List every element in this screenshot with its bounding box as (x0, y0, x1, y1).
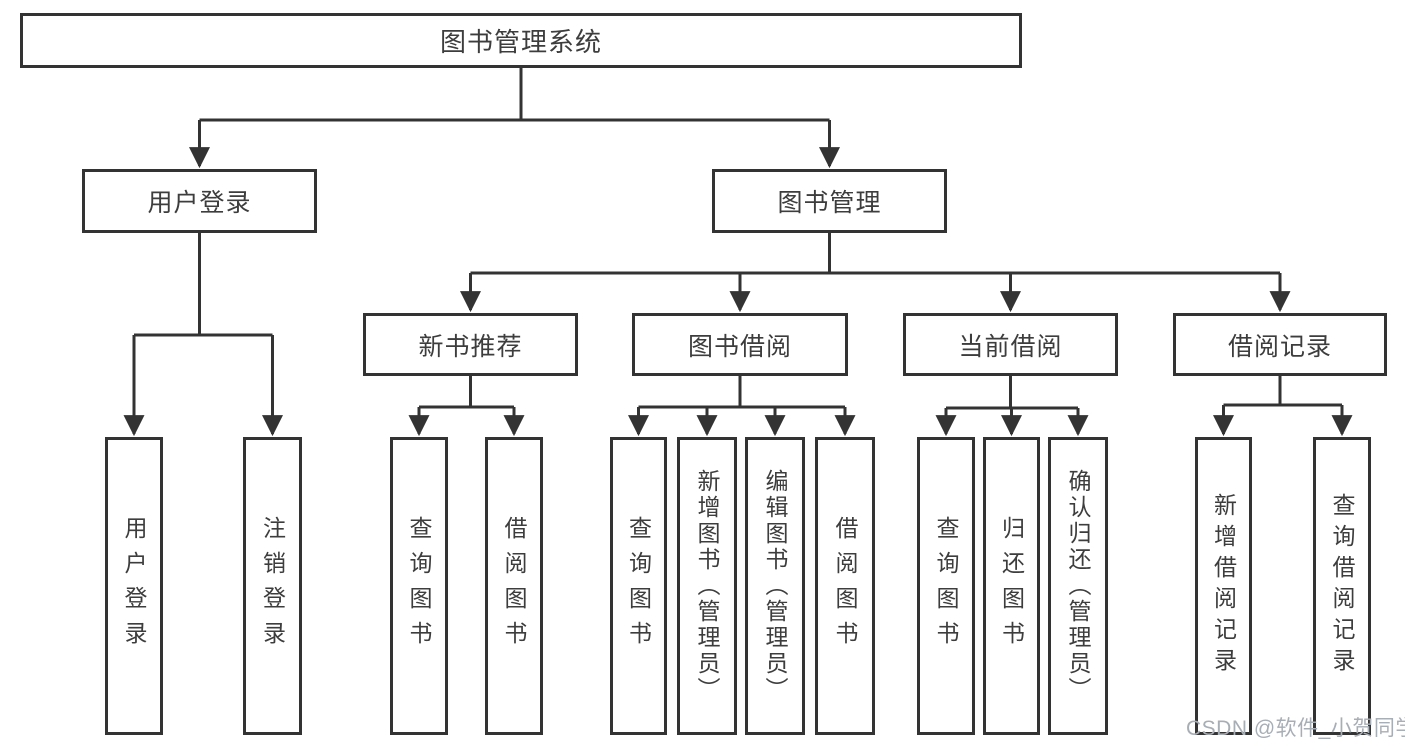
node-label: 确认归还（管理员） (1065, 469, 1091, 703)
node-label: 借阅记录 (1227, 332, 1332, 361)
leaf-query-books: 查询图书 (390, 437, 448, 735)
node-label: 用户登录 (147, 189, 252, 217)
node-label: 注销登录 (259, 516, 286, 656)
csdn-watermark: CSDN @软件_小贺同学 (1186, 717, 1405, 740)
leaf-borrow-books: 借阅图书 (815, 437, 875, 735)
connector-book-borrow (628, 376, 856, 437)
node-label: 图书管理 (777, 189, 882, 217)
node-label: 新增图书（管理员） (694, 469, 720, 703)
node-label: 归还图书 (998, 516, 1025, 656)
node-label: 新书推荐 (418, 332, 523, 361)
node-label: 查询图书 (625, 516, 652, 656)
node-label: 借阅图书 (501, 516, 527, 656)
connector-book-management (460, 233, 1291, 313)
node-label: 借阅图书 (832, 516, 858, 656)
connector-user-login (123, 233, 283, 437)
connector-new-book-recommend (408, 376, 525, 437)
leaf-add-books-admin: 新增图书（管理员） (677, 437, 737, 735)
leaf-confirm-return-admin: 确认归还（管理员） (1048, 437, 1108, 735)
node-new-book-recommend: 新书推荐 (363, 313, 578, 376)
node-book-management: 图书管理 (712, 169, 947, 233)
node-label: 图书管理系统 (439, 27, 602, 57)
node-label: 查询图书 (406, 516, 432, 656)
leaf-query-borrow-record: 查询借阅记录 (1313, 437, 1371, 735)
connector-borrow-record (1213, 376, 1353, 437)
node-root-system: 图书管理系统 (20, 13, 1022, 68)
leaf-query-books: 查询图书 (610, 437, 667, 735)
leaf-query-books: 查询图书 (917, 437, 975, 735)
node-label: 图书借阅 (687, 332, 792, 361)
node-label: 查询图书 (933, 516, 959, 656)
node-current-borrow: 当前借阅 (903, 313, 1118, 376)
leaf-logout: 注销登录 (243, 437, 302, 735)
node-borrow-record: 借阅记录 (1173, 313, 1387, 376)
leaf-return-books: 归还图书 (983, 437, 1040, 735)
connector-root-to-level2 (189, 68, 840, 169)
node-label: 查询借阅记录 (1329, 493, 1355, 679)
leaf-borrow-books: 借阅图书 (485, 437, 543, 735)
node-book-borrow: 图书借阅 (632, 313, 848, 376)
node-label: 当前借阅 (958, 332, 1063, 361)
leaf-user-login: 用户登录 (105, 437, 163, 735)
leaf-add-borrow-record: 新增借阅记录 (1195, 437, 1252, 735)
connector-current-borrow (935, 376, 1089, 437)
node-label: 编辑图书（管理员） (762, 469, 788, 703)
leaf-edit-books-admin: 编辑图书（管理员） (745, 437, 805, 735)
node-label: 新增借阅记录 (1210, 493, 1237, 679)
node-label: 用户登录 (121, 516, 147, 656)
node-user-login: 用户登录 (82, 169, 317, 233)
